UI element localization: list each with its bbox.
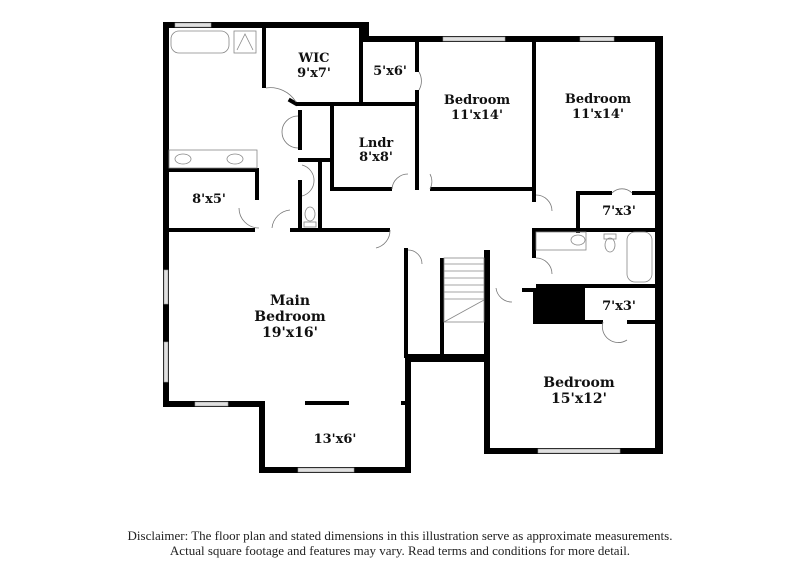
label-bath-8x5: 8'x5' [192,192,226,207]
toilet-icon [304,206,316,222]
fixtures [168,30,653,323]
label-closet-7x3-upper: 7'x3' [602,204,636,219]
disclaimer-line-2: Actual square footage and features may v… [169,543,631,558]
sink-icon [174,153,192,165]
label-main-bedroom-name2: Bedroom [254,309,326,325]
room-labels: WIC 9'x7' 5'x6' Bedroom 11'x14' Bedroom … [192,51,636,447]
hall-vanity-icon [535,231,587,251]
label-wic-name: WIC [297,51,329,66]
sink-icon [570,234,586,246]
stairs-icon [443,257,485,323]
label-bedroom4-name: Bedroom [543,375,615,391]
label-bedroom2-dims: 11'x14' [451,108,503,123]
label-main-bedroom-name1: Main [270,293,310,309]
disclaimer-line-1: Disclaimer: The floor plan and stated di… [127,528,673,543]
label-bedroom3-name: Bedroom [565,92,632,107]
label-closet-5x6: 5'x6' [373,64,407,79]
label-main-bedroom-dims: 19'x16' [262,325,318,341]
vanity-icon [168,149,258,169]
bathtub-icon [170,30,230,54]
bathtub-icon [626,231,653,283]
label-laundry-dims: 8'x8' [359,150,393,165]
door-swings [238,71,633,343]
shower-icon [233,30,257,54]
label-closet-7x3-lower: 7'x3' [602,299,636,314]
windows [163,22,621,473]
sink-icon [226,153,244,165]
label-bedroom4-dims: 15'x12' [551,391,607,407]
toilet-icon [604,237,616,253]
label-laundry-name: Lndr [359,136,394,151]
label-sitting-13x6: 13'x6' [314,432,357,447]
label-bedroom2-name: Bedroom [444,93,511,108]
label-wic-dims: 9'x7' [297,66,331,81]
label-bedroom3-dims: 11'x14' [572,107,624,122]
interior-walls [169,28,655,405]
